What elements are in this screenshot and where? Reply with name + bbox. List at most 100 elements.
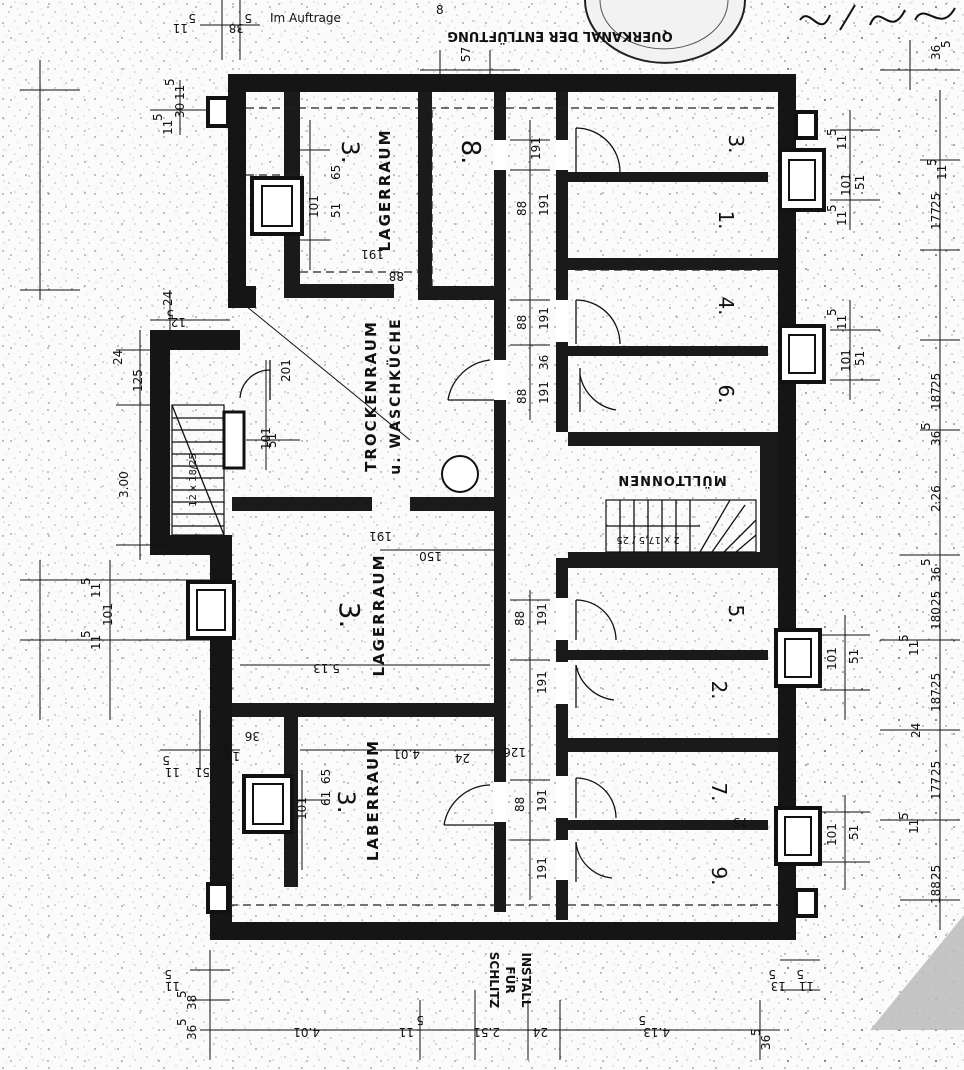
dim-left-36: 36 xyxy=(245,729,260,743)
cell-5-number: 5. xyxy=(724,604,748,623)
dim-in-191f: 191 xyxy=(369,529,392,543)
door-openings xyxy=(494,140,568,880)
install-line2: FÜR xyxy=(503,966,518,993)
dim-r-25b: 25 xyxy=(929,373,943,388)
dim-r-5e: 5 xyxy=(919,422,933,430)
cell-2a-number: 2. xyxy=(707,680,731,699)
dim-in-51a: 51 xyxy=(329,203,343,218)
dim-r-5a: 5 xyxy=(825,128,839,136)
dim-left-12b: 12 xyxy=(225,749,240,763)
dim-top-38: 38 xyxy=(229,21,244,35)
install-line1: SCHLITZ xyxy=(487,952,501,1009)
dim-in-885a: 88 xyxy=(515,201,529,216)
dim-r-51a: 51 xyxy=(853,175,867,190)
dim-top-5b: 5 xyxy=(244,11,252,25)
signature xyxy=(799,4,956,31)
ventilation-duct-label: QUERKANAL DER ENTLÜFTUNG xyxy=(447,28,672,44)
dim-in-88a: 88 xyxy=(515,315,529,330)
dim-left-300: 3.00 xyxy=(117,471,131,498)
dim-bot-5d: 5 xyxy=(749,1028,763,1036)
dim-r-25e: 25 xyxy=(929,761,943,776)
dim-r-226: 2.26 xyxy=(929,485,943,512)
dim-r-51c: 51 xyxy=(847,649,861,664)
dim-in-5135: 5.13 xyxy=(313,661,340,675)
room-lager-top-number: 3. xyxy=(336,141,364,164)
dim-r-187b: 187 xyxy=(929,689,943,712)
dimension-labels: 11 5 38 5 57 36 5 11 5 30 11 5 24 12 5 2… xyxy=(79,11,953,1050)
room-8-number: 8. xyxy=(455,140,485,165)
dim-in-101a: 101 xyxy=(307,195,321,218)
room-lager-top-name: LAGERRAUM xyxy=(376,128,394,251)
dim-r-24: 24 xyxy=(909,723,923,738)
corner-mark-label: 8 xyxy=(436,3,444,17)
dim-r-5f: 5 xyxy=(919,558,933,566)
dim-bot-36a: 36 xyxy=(185,1025,199,1040)
dim-top-right-36: 36 xyxy=(929,45,943,60)
dim-bl-11: 11 xyxy=(165,979,180,993)
doors xyxy=(239,127,621,882)
cell-4-number: 4. xyxy=(714,296,738,315)
dim-bot-401: 4.01 xyxy=(293,1025,320,1039)
cell-7-number: 7. xyxy=(707,782,731,801)
dim-left-5d: 5 xyxy=(79,577,93,585)
dim-r-5b: 5 xyxy=(825,204,839,212)
dim-r-5h: 5 xyxy=(897,812,911,820)
dim-r-36a: 36 xyxy=(929,431,943,446)
dim-left-11c: 11 xyxy=(89,583,103,598)
dim-r-180: 180 xyxy=(929,607,943,630)
dim-in-101b: 101 xyxy=(259,427,273,450)
dim-bot-5b: 5 xyxy=(416,1013,424,1027)
corner-piers xyxy=(206,96,818,918)
window-mid-left xyxy=(186,580,236,640)
dim-left-11d: 11 xyxy=(89,635,103,650)
room-lager-mid-number: 3. xyxy=(333,602,366,629)
dim-left-5c: 5 xyxy=(166,307,174,321)
cell-9-number: 9. xyxy=(707,866,731,885)
dim-r-11c: 11 xyxy=(935,165,949,180)
stair-muell xyxy=(605,499,757,553)
dim-in-191i: 191 xyxy=(535,789,549,812)
dim-bot-11: 11 xyxy=(399,1025,414,1039)
dim-bl-5b: 5 xyxy=(175,990,189,998)
dim-bl-38: 38 xyxy=(185,995,199,1010)
dim-in-191e: 191 xyxy=(361,247,384,261)
dim-in-65a: 65 xyxy=(329,165,343,180)
dim-in-885d: 88 xyxy=(513,611,527,626)
stair-main-spec: 12 x 18/25 xyxy=(188,453,199,507)
dim-in-191a: 191 xyxy=(529,137,543,160)
dim-r-187a: 187 xyxy=(929,387,943,410)
dimension-lines xyxy=(20,0,960,1060)
dim-left-11e: 11 xyxy=(165,765,180,779)
dim-in-65b: 65 xyxy=(319,769,333,784)
dim-top-57: 57 xyxy=(459,47,473,62)
dim-left-5f: 5 xyxy=(222,739,230,753)
dim-r-5g: 5 xyxy=(897,634,911,642)
dim-br-5b: 5 xyxy=(768,967,776,981)
dim-r-11d: 11 xyxy=(835,315,849,330)
dim-in-191h: 191 xyxy=(535,671,549,694)
dim-in-126: 126 xyxy=(503,745,526,759)
dim-r-101c: 101 xyxy=(825,647,839,670)
dim-bot-5a: 5 xyxy=(175,1018,189,1026)
dim-r-101a: 101 xyxy=(839,173,853,196)
dim-top-right-5: 5 xyxy=(939,40,953,48)
dim-r-11f: 11 xyxy=(907,819,921,834)
room-lager-bot-number: 3. xyxy=(332,791,360,814)
dim-in-885e: 88 xyxy=(513,797,527,812)
dim-left-11b: 11 xyxy=(173,85,187,100)
dim-bl-5a: 5 xyxy=(164,967,172,981)
dim-r-11a: 11 xyxy=(835,135,849,150)
dim-bot-36b: 36 xyxy=(759,1035,773,1050)
dim-left-125: 125 xyxy=(131,369,145,392)
dim-in-365a: 36 xyxy=(537,355,551,370)
dim-br-5a: 5 xyxy=(796,967,804,981)
dim-in-191d: 191 xyxy=(537,381,551,404)
window-right-3 xyxy=(774,628,822,688)
dim-r-25f: 25 xyxy=(929,865,943,880)
dim-in-191c: 191 xyxy=(537,193,551,216)
floor-drain-icon xyxy=(441,455,479,493)
dim-left-5g: 5 xyxy=(162,753,170,767)
trockenraum-diagonal xyxy=(245,305,411,441)
dashed-beam-lines xyxy=(230,107,780,906)
